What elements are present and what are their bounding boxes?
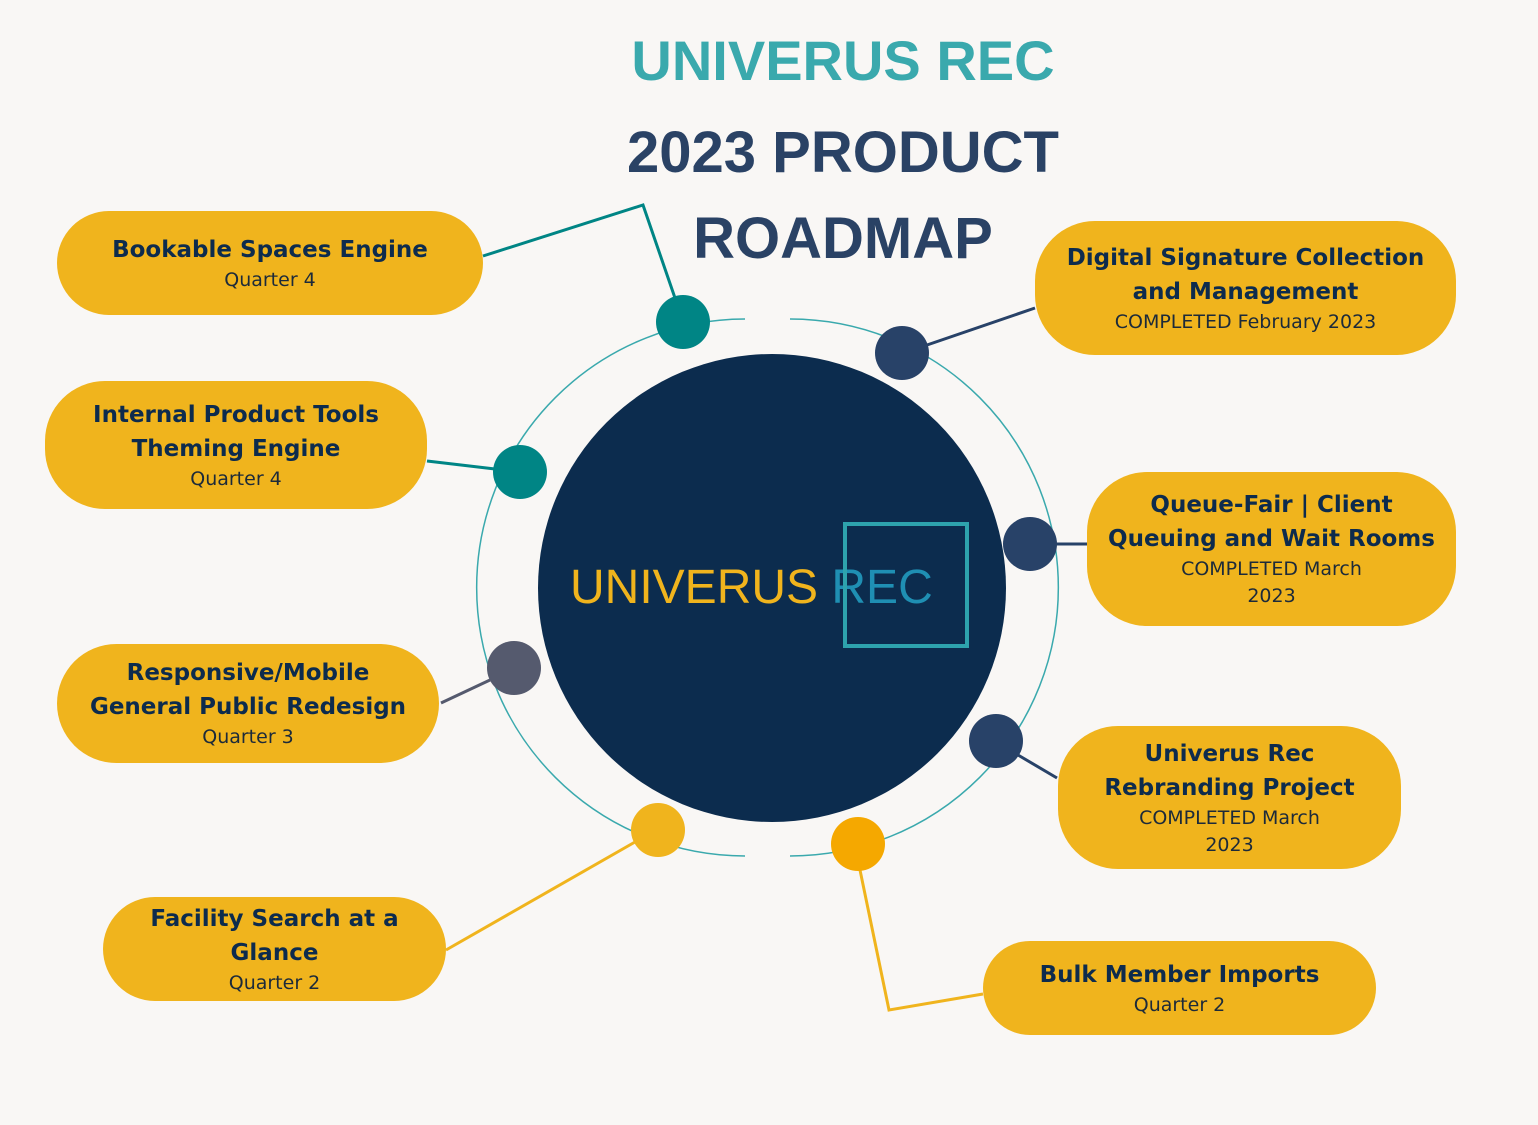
item-status: Quarter 3 <box>202 726 294 748</box>
item-title: Facility Search at a Glance <box>150 905 399 966</box>
title-roadmap: 2023 PRODUCT ROADMAP <box>627 120 1059 271</box>
item-status: Quarter 4 <box>190 467 282 490</box>
node-dot <box>831 817 885 871</box>
item-title: Univerus Rec Rebranding Project <box>1104 740 1355 801</box>
node-dot <box>631 803 685 857</box>
roadmap-item: Univerus Rec Rebranding Project COMPLETE… <box>1058 726 1401 869</box>
center-logo: UNIVERUS REC <box>570 560 933 615</box>
connector-line <box>858 869 984 1012</box>
logo-text-rec: REC <box>831 561 933 614</box>
item-title: Responsive/Mobile General Public Redesig… <box>89 660 407 720</box>
roadmap-item: Bulk Member Imports Quarter 2 <box>983 941 1376 1035</box>
item-title: Internal Product Tools Theming Engine <box>93 401 379 462</box>
connector-line <box>440 678 491 705</box>
connector-line <box>445 840 636 952</box>
node-dot <box>656 295 710 349</box>
logo-frame <box>843 522 969 648</box>
item-title: Bookable Spaces Engine <box>112 236 428 263</box>
item-status: Quarter 2 <box>1133 993 1226 1016</box>
item-status: Quarter 4 <box>224 268 316 291</box>
orbit-ring-left <box>475 318 746 857</box>
node-dot <box>875 326 929 380</box>
roadmap-item: Bookable Spaces Engine Quarter 4 <box>57 211 483 315</box>
item-title: Bulk Member Imports <box>1039 961 1320 988</box>
item-title: Queue-Fair | Client Queuing and Wait Roo… <box>1108 492 1435 552</box>
item-status: COMPLETED February 2023 <box>1114 310 1377 333</box>
item-status: COMPLETED March 2023 <box>1181 558 1362 607</box>
connector-line <box>426 459 496 471</box>
connector-line <box>1017 753 1058 780</box>
item-title: Digital Signature Collection and Managem… <box>1066 244 1425 305</box>
roadmap-item: Facility Search at a Glance Quarter 2 <box>103 897 446 1001</box>
node-dot <box>487 641 541 695</box>
title-brand: UNIVERUS REC <box>631 29 1055 92</box>
connector-line <box>926 306 1036 347</box>
node-dot <box>1003 517 1057 571</box>
roadmap-item: Responsive/Mobile General Public Redesig… <box>57 644 439 763</box>
node-dot <box>969 714 1023 768</box>
node-dot <box>493 445 547 499</box>
item-status: COMPLETED March 2023 <box>1139 806 1320 856</box>
roadmap-item: Digital Signature Collection and Managem… <box>1035 221 1456 355</box>
item-status: Quarter 2 <box>228 971 321 994</box>
roadmap-item: Queue-Fair | Client Queuing and Wait Roo… <box>1087 472 1456 626</box>
roadmap-item: Internal Product Tools Theming Engine Qu… <box>45 381 427 509</box>
center-circle <box>538 354 1006 822</box>
logo-text-univerus: UNIVERUS <box>570 561 819 614</box>
connector-line <box>482 203 677 299</box>
